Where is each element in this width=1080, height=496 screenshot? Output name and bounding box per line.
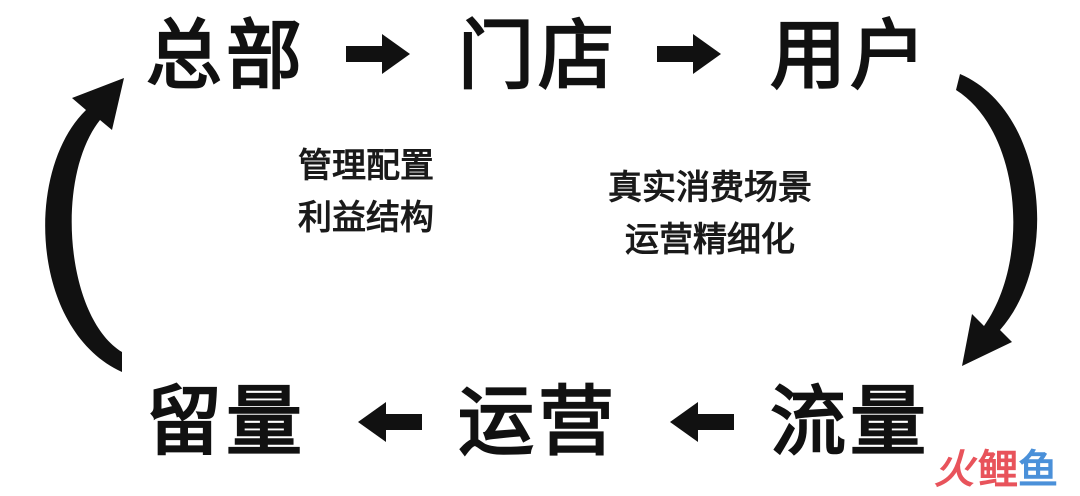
note-left: 管理配置 利益结构 [298, 140, 434, 244]
arrow-retention-to-hq [45, 78, 124, 372]
watermark-mark: 火 [934, 447, 974, 493]
node-store: 门店 [458, 11, 618, 100]
arrow-traffic-to-ops [670, 402, 734, 442]
arrow-hq-to-store [346, 34, 410, 74]
arrow-user-to-traffic [956, 74, 1038, 366]
note-right-line-1: 真实消费场景 [608, 168, 812, 208]
watermark-text-part2: 鱼 [1018, 447, 1058, 493]
watermark-text: 鲤鱼 [978, 450, 1058, 490]
arrow-ops-to-retention [358, 402, 422, 442]
node-retention: 留量 [146, 377, 306, 466]
watermark-logo: 火 鲤鱼 [934, 450, 1058, 490]
node-user: 用户 [770, 11, 930, 100]
note-left-line-1: 管理配置 [298, 146, 434, 186]
node-headquarters: 总部 [146, 11, 306, 100]
node-traffic: 流量 [770, 377, 930, 466]
note-right: 真实消费场景 运营精细化 [608, 162, 812, 266]
watermark-text-part1: 鲤 [978, 447, 1018, 493]
node-operations: 运营 [458, 377, 618, 466]
arrow-store-to-user [657, 34, 721, 74]
note-left-line-2: 利益结构 [298, 198, 434, 238]
note-right-line-2: 运营精细化 [625, 220, 795, 260]
